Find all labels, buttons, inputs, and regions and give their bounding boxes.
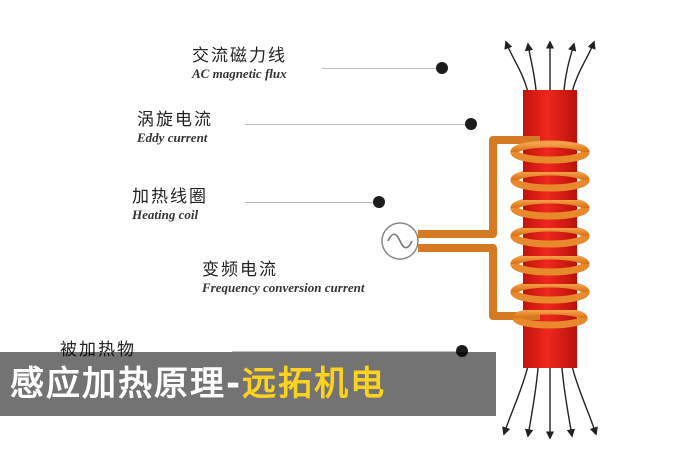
label-en: Heating coil [132, 207, 199, 222]
label-zh: 变频电流 [202, 260, 278, 280]
label-zh: 交流磁力线 [192, 46, 287, 66]
pointer-dot-eddy-current [465, 118, 477, 130]
leader-line-workpiece [232, 351, 458, 352]
title-banner: 感应加热原理-远拓机电 [0, 352, 496, 416]
label-zh: 加热线圈 [132, 187, 208, 207]
pointer-dot-heating-coil [373, 196, 385, 208]
banner-title: 感应加热原理-远拓机电 [10, 352, 386, 416]
banner-brand-name: 远拓机电 [242, 364, 387, 404]
label-en: AC magnetic flux [192, 66, 287, 81]
label-zh: 涡旋电流 [137, 110, 213, 130]
banner-title-main: 感应加热原理- [10, 364, 243, 404]
label-ac-magnetic-flux: 交流磁力线 AC magnetic flux [192, 46, 287, 82]
label-en: Frequency conversion current [202, 280, 365, 295]
flux-arrows-top [504, 40, 596, 93]
leader-line-heating-coil [245, 202, 375, 203]
leader-line-ac-flux [322, 68, 438, 69]
label-heating-coil: 加热线圈 Heating coil [132, 187, 208, 223]
heating-coil-icon [510, 140, 590, 329]
label-en: Eddy current [137, 130, 208, 145]
ac-source-icon [381, 222, 419, 260]
flux-arrows-bottom [502, 365, 598, 440]
label-frequency-conversion-current: 变频电流 Frequency conversion current [202, 260, 365, 296]
pointer-dot-ac-flux [436, 62, 448, 74]
label-eddy-current: 涡旋电流 Eddy current [137, 110, 213, 146]
leader-line-eddy-current [245, 124, 467, 125]
